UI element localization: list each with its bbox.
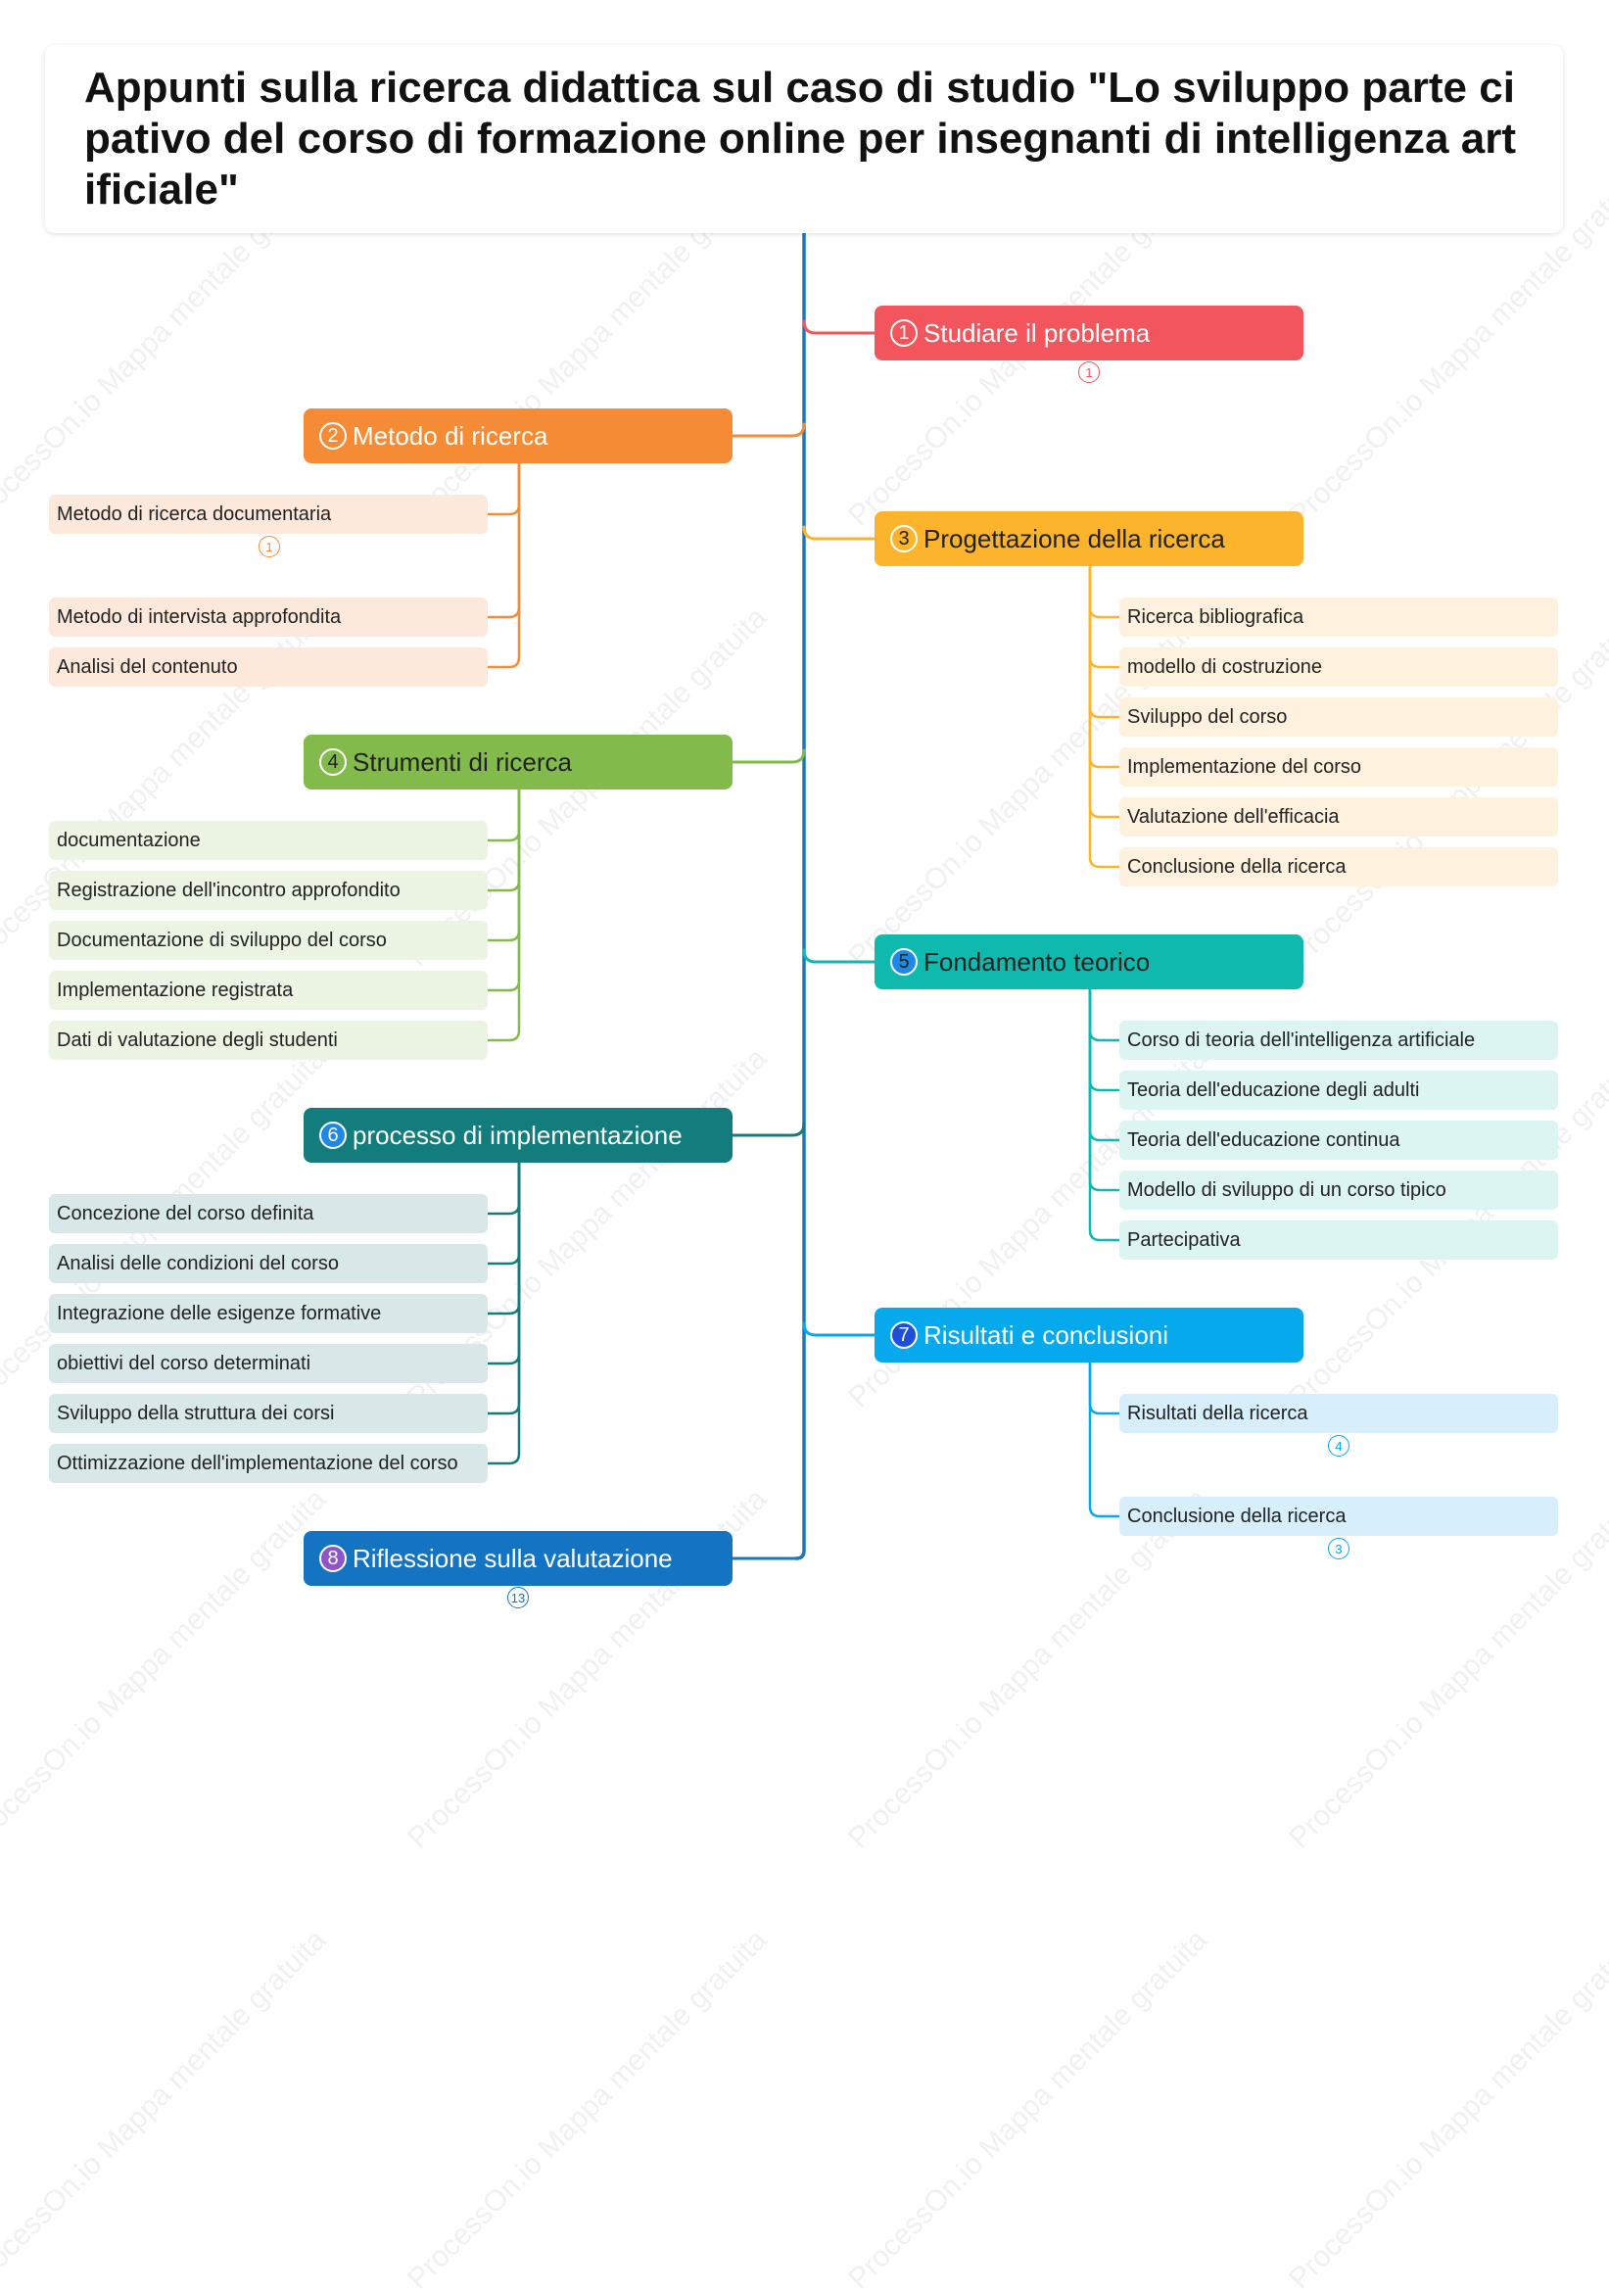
connector-line bbox=[486, 788, 521, 942]
connector-line bbox=[802, 525, 876, 541]
subtopic-item[interactable]: Conclusione della ricerca bbox=[1119, 1497, 1558, 1536]
subtopic-item[interactable]: Teoria dell'educazione continua bbox=[1119, 1121, 1558, 1160]
connector-line bbox=[1088, 1361, 1121, 1518]
subtopic-item[interactable]: Dati di valutazione degli studenti bbox=[49, 1021, 488, 1060]
topic-label: processo di implementazione bbox=[353, 1120, 683, 1150]
subtopic-item[interactable]: Implementazione del corso bbox=[1119, 747, 1558, 787]
watermark-text: ProcessOn.io Mappa mentale gratuita bbox=[402, 1923, 774, 2296]
count-badge[interactable]: 1 bbox=[259, 536, 280, 557]
connector-line bbox=[1088, 564, 1121, 869]
watermark-text: ProcessOn.io Mappa mentale gratuita bbox=[842, 1923, 1214, 2296]
subtopic-item[interactable]: Sviluppo del corso bbox=[1119, 697, 1558, 737]
connector-line bbox=[731, 422, 806, 438]
subtopic-item[interactable]: Modello di sviluppo di un corso tipico bbox=[1119, 1171, 1558, 1210]
connector-line bbox=[1088, 564, 1121, 719]
connector-line bbox=[486, 461, 521, 669]
connector-line bbox=[1088, 987, 1121, 1042]
number-icon: 4 bbox=[319, 748, 347, 776]
topic-label: Fondamento teorico bbox=[923, 946, 1151, 977]
subtopic-item[interactable]: modello di costruzione bbox=[1119, 647, 1558, 687]
topic-label: Studiare il problema bbox=[923, 317, 1151, 348]
topic-label: Strumenti di ricerca bbox=[353, 746, 572, 777]
subtopic-item[interactable]: obiettivi del corso determinati bbox=[49, 1344, 488, 1383]
connector-line bbox=[1088, 987, 1121, 1242]
watermark-text: ProcessOn.io Mappa mentale gratuita bbox=[1283, 1923, 1609, 2296]
topic-progettazione-della-ricerca[interactable]: 3 Progettazione della ricerca bbox=[875, 511, 1303, 566]
topic-processo-di-implementazione[interactable]: 6 processo di implementazione bbox=[304, 1108, 733, 1163]
topic-fondamento-teorico[interactable]: 5 Fondamento teorico bbox=[875, 934, 1303, 989]
topic-label: Risultati e conclusioni bbox=[923, 1319, 1169, 1350]
number-icon: 8 bbox=[319, 1545, 347, 1572]
connector-line bbox=[486, 788, 521, 842]
subtopic-item[interactable]: documentazione bbox=[49, 821, 488, 860]
connector-line bbox=[486, 461, 521, 619]
topic-label: Metodo di ricerca bbox=[353, 420, 548, 451]
number-icon: 2 bbox=[319, 422, 347, 450]
topic-label: Riflessione sulla valutazione bbox=[353, 1543, 673, 1573]
connector-line bbox=[1088, 987, 1121, 1142]
connector-line bbox=[1088, 564, 1121, 819]
subtopic-item[interactable]: Conclusione della ricerca bbox=[1119, 847, 1558, 886]
number-icon: 1 bbox=[890, 319, 918, 347]
subtopic-item[interactable]: Ottimizzazione dell'implementazione del … bbox=[49, 1444, 488, 1483]
subtopic-item[interactable]: Implementazione registrata bbox=[49, 971, 488, 1010]
connector-line bbox=[731, 1122, 806, 1137]
topic-risultati-e-conclusioni[interactable]: 7 Risultati e conclusioni bbox=[875, 1308, 1303, 1363]
topic-riflessione-sulla-valutazione[interactable]: 8 Riflessione sulla valutazione bbox=[304, 1531, 733, 1586]
connector-line bbox=[486, 788, 521, 1042]
connector-lines bbox=[486, 231, 1121, 1560]
connector-line bbox=[1088, 564, 1121, 619]
subtopic-item[interactable]: Teoria dell'educazione degli adulti bbox=[1119, 1071, 1558, 1110]
topic-label: Progettazione della ricerca bbox=[923, 523, 1225, 553]
connector-line bbox=[794, 231, 806, 1560]
subtopic-item[interactable]: Analisi del contenuto bbox=[49, 647, 488, 687]
topic-studiare-il-problema[interactable]: 1 Studiare il problema bbox=[875, 306, 1303, 360]
subtopic-item[interactable]: Integrazione delle esigenze formative bbox=[49, 1294, 488, 1333]
subtopic-item[interactable]: Documentazione di sviluppo del corso bbox=[49, 921, 488, 960]
subtopic-item[interactable]: Risultati della ricerca bbox=[1119, 1394, 1558, 1433]
subtopic-item[interactable]: Corso di teoria dell'intelligenza artifi… bbox=[1119, 1021, 1558, 1060]
connector-line bbox=[802, 319, 876, 335]
subtopic-item[interactable]: Valutazione dell'efficacia bbox=[1119, 797, 1558, 837]
connector-line bbox=[802, 1321, 876, 1337]
topic-strumenti-di-ricerca[interactable]: 4 Strumenti di ricerca bbox=[304, 735, 733, 789]
connector-line bbox=[486, 1161, 521, 1315]
connector-line bbox=[486, 1161, 521, 1415]
subtopic-item[interactable]: Metodo di ricerca documentaria bbox=[49, 495, 488, 534]
connector-line bbox=[1088, 1361, 1121, 1415]
count-badge[interactable]: 1 bbox=[1078, 361, 1100, 383]
watermark-text: ProcessOn.io Mappa mentale gratuita bbox=[0, 1923, 333, 2296]
connector-line bbox=[486, 1161, 521, 1465]
subtopic-item[interactable]: Concezione del corso definita bbox=[49, 1194, 488, 1233]
title-card: Appunti sulla ricerca didattica sul caso… bbox=[45, 45, 1563, 233]
subtopic-item[interactable]: Analisi delle condizioni del corso bbox=[49, 1244, 488, 1283]
page-title: Appunti sulla ricerca didattica sul caso… bbox=[84, 64, 1516, 214]
count-badge[interactable]: 4 bbox=[1328, 1435, 1349, 1457]
topic-metodo-di-ricerca[interactable]: 2 Metodo di ricerca bbox=[304, 408, 733, 463]
subtopic-item[interactable]: Metodo di intervista approfondita bbox=[49, 598, 488, 637]
connector-line bbox=[802, 948, 876, 964]
count-badge[interactable]: 13 bbox=[507, 1587, 529, 1608]
subtopic-item[interactable]: Registrazione dell'incontro approfondito bbox=[49, 871, 488, 910]
number-icon: 5 bbox=[890, 948, 918, 976]
connector-line bbox=[486, 461, 521, 516]
subtopic-item[interactable]: Ricerca bibliografica bbox=[1119, 598, 1558, 637]
number-icon: 6 bbox=[319, 1122, 347, 1149]
connector-line bbox=[731, 748, 806, 764]
number-icon: 7 bbox=[890, 1321, 918, 1349]
subtopic-item[interactable]: Sviluppo della struttura dei corsi bbox=[49, 1394, 488, 1433]
connector-line bbox=[486, 1161, 521, 1216]
subtopic-item[interactable]: Partecipativa bbox=[1119, 1220, 1558, 1260]
number-icon: 3 bbox=[890, 525, 918, 552]
count-badge[interactable]: 3 bbox=[1328, 1538, 1349, 1559]
